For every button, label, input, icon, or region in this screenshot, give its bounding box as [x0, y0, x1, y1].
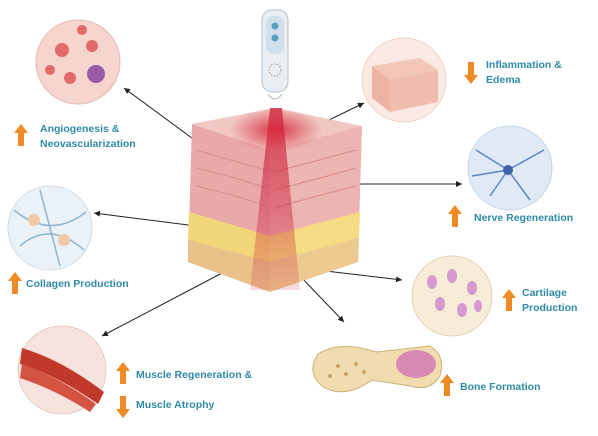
thumb-cartilage — [411, 255, 493, 337]
connector-bone — [299, 275, 345, 323]
label-collagen-production: Collagen Production — [26, 278, 129, 290]
label-cartilage-production: Cartilage Production — [522, 286, 577, 316]
up-arrow-icon — [14, 124, 28, 146]
label-inflammation-line1: Inflammation & — [486, 59, 562, 71]
up-arrow-icon — [448, 205, 462, 227]
down-arrow-icon — [116, 396, 130, 418]
label-bone-formation: Bone Formation — [460, 381, 541, 393]
up-arrow-icon — [8, 272, 22, 294]
label-inflammation: Inflammation & Edema — [486, 58, 562, 88]
label-angiogenesis-line1: Angiogenesis & — [40, 123, 120, 135]
device-handpiece — [261, 9, 289, 100]
thumb-nerve — [467, 125, 553, 211]
connector-muscle — [101, 271, 225, 337]
label-cartilage-line2: Production — [522, 302, 578, 314]
label-angiogenesis-line2: Neovascularization — [40, 138, 136, 150]
thumb-collagen — [7, 185, 93, 271]
thumb-bone — [312, 345, 443, 393]
skin-cube — [188, 108, 362, 292]
thumb-angiogenesis — [35, 19, 121, 105]
label-nerve-regeneration: Nerve Regeneration — [474, 212, 574, 224]
up-arrow-icon — [502, 289, 516, 311]
thumb-muscle — [17, 325, 107, 415]
down-arrow-icon — [464, 62, 478, 84]
thumb-inflammation — [361, 37, 447, 123]
label-muscle-regeneration: Muscle Regeneration & — [136, 369, 253, 381]
label-inflammation-line2: Edema — [486, 74, 521, 86]
up-arrow-icon — [116, 362, 130, 384]
label-muscle-atrophy: Muscle Atrophy — [136, 399, 215, 411]
label-cartilage-line1: Cartilage — [522, 287, 567, 299]
up-arrow-icon — [440, 374, 454, 396]
label-angiogenesis: Angiogenesis & Neovascularization — [40, 122, 136, 152]
